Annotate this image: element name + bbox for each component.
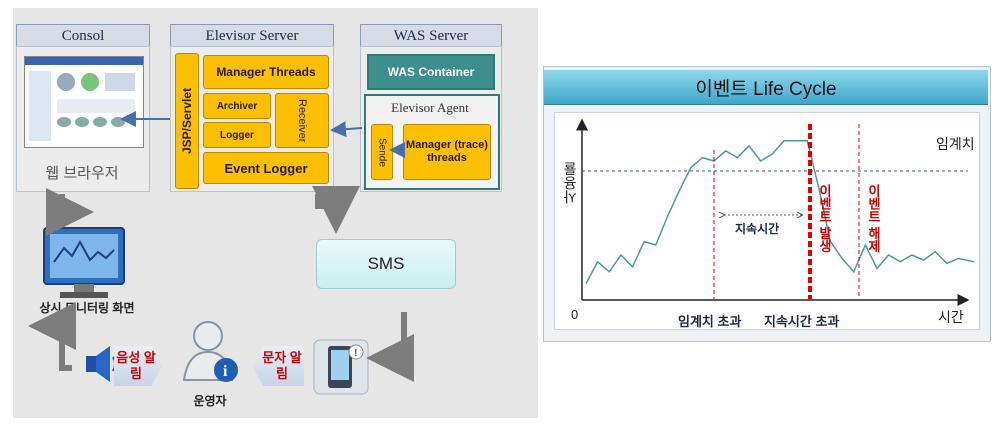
plot-area xyxy=(554,112,980,330)
x-axis-label: 시간 xyxy=(938,309,964,325)
text-alert-arrow xyxy=(252,346,304,386)
web-browser-label: 웹 브라우저 xyxy=(45,165,119,182)
sms-box: SMS xyxy=(316,239,456,289)
usage-series-line xyxy=(585,140,975,284)
speaker-to-monitor-arrow xyxy=(28,302,76,371)
was-container-box: WAS Container xyxy=(367,54,495,90)
duration-label: 지속시간 xyxy=(735,222,780,236)
agent-to-receiver-arrow xyxy=(330,121,363,138)
browser-screenshot xyxy=(24,56,144,148)
consol-to-monitor-arrow xyxy=(46,188,94,236)
diagram-arrows xyxy=(28,111,414,382)
manager-trace-threads-box: Manager (trace) threads xyxy=(403,124,491,180)
manager-threads-box: Manager Threads xyxy=(203,55,329,89)
operator-icon: i xyxy=(182,321,238,382)
monitor-icon xyxy=(43,227,125,298)
archiver-box: Archiver xyxy=(203,93,271,119)
y-axis-label: 사용률 xyxy=(562,162,578,204)
sms-to-phone-arrow xyxy=(366,312,414,382)
receiver-box: Receiver xyxy=(275,93,329,148)
text-alert-label: 문자 알림 xyxy=(262,350,302,381)
server-to-sms-arrow xyxy=(312,186,360,234)
event-logger-box: Event Logger xyxy=(203,152,329,184)
elevisor-server-header: Elevisor Server xyxy=(170,24,334,48)
origin-label: 0 xyxy=(571,307,579,322)
chart-title: 이벤트 Life Cycle xyxy=(544,70,988,105)
consol-header: Consol xyxy=(16,24,150,48)
lifecycle-chart xyxy=(576,118,975,306)
threshold-label: 임계치 xyxy=(936,136,975,152)
svg-text:!: ! xyxy=(354,348,357,359)
receiver-label: Receiver xyxy=(296,98,308,143)
voice-alert-label: 음성 알림 xyxy=(116,350,156,381)
was-server-header: WAS Server xyxy=(360,24,502,48)
operator-label: 운영자 xyxy=(193,394,227,408)
sender-label: Sende xyxy=(376,137,388,167)
elevisor-agent-label: Elevisor Agent xyxy=(391,100,469,115)
svg-text:i: i xyxy=(223,363,228,380)
mobile-phone-icon: ! xyxy=(313,339,369,395)
event-occurred-label: 이벤트 발생 xyxy=(817,184,832,253)
threshold-exceeded-label: 임계치 초과 xyxy=(678,314,742,329)
voice-alert-arrow xyxy=(114,346,162,386)
event-released-label: 이벤트 해제 xyxy=(866,184,881,253)
jsp-servlet-box: JSP/Servlet xyxy=(175,53,199,189)
logger-box: Logger xyxy=(203,122,271,148)
duration-exceeded-label: 지속시간 초과 xyxy=(764,314,840,329)
